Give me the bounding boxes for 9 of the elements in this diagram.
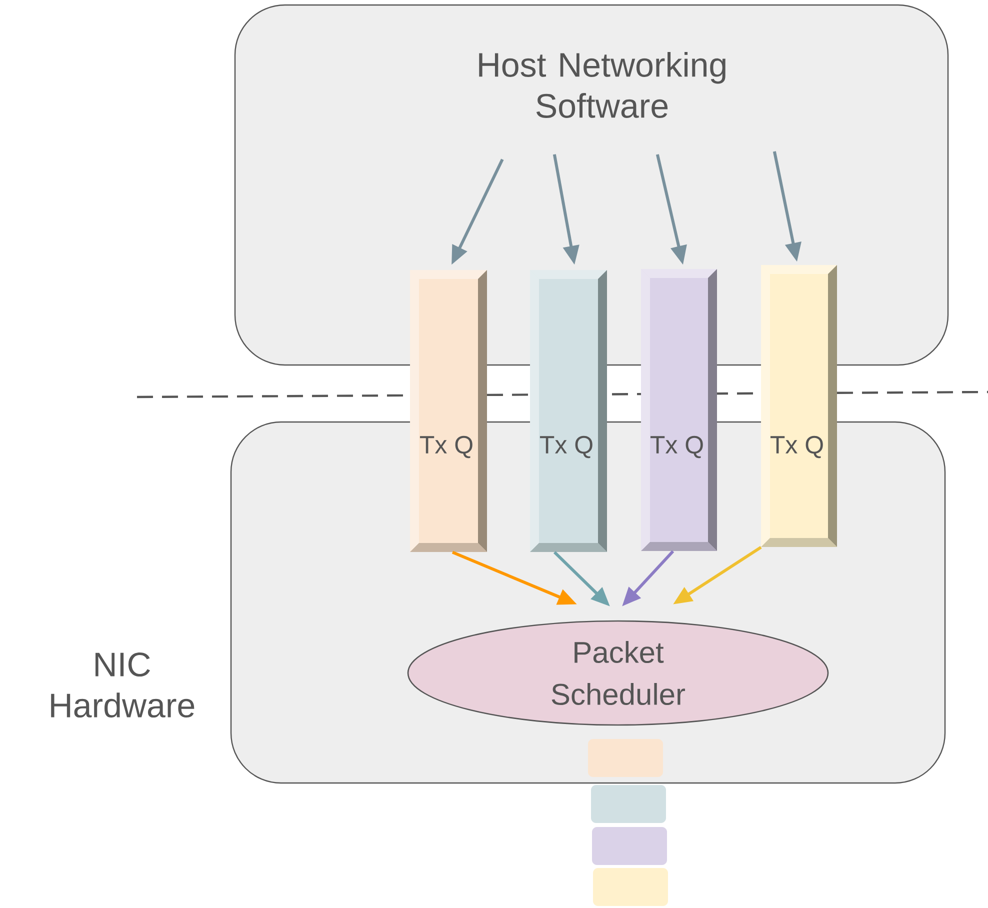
queue-bar: Tx Q xyxy=(761,265,837,547)
packet-block xyxy=(593,868,668,906)
queue-bar: Tx Q xyxy=(530,270,607,552)
packet-block xyxy=(588,739,663,777)
queue-bar: Tx Q xyxy=(410,270,487,552)
node-label: NIC Hardware xyxy=(51,652,194,718)
queue-bar: Tx Q xyxy=(641,269,717,551)
packet-block xyxy=(591,785,666,823)
packet-block xyxy=(592,827,667,865)
